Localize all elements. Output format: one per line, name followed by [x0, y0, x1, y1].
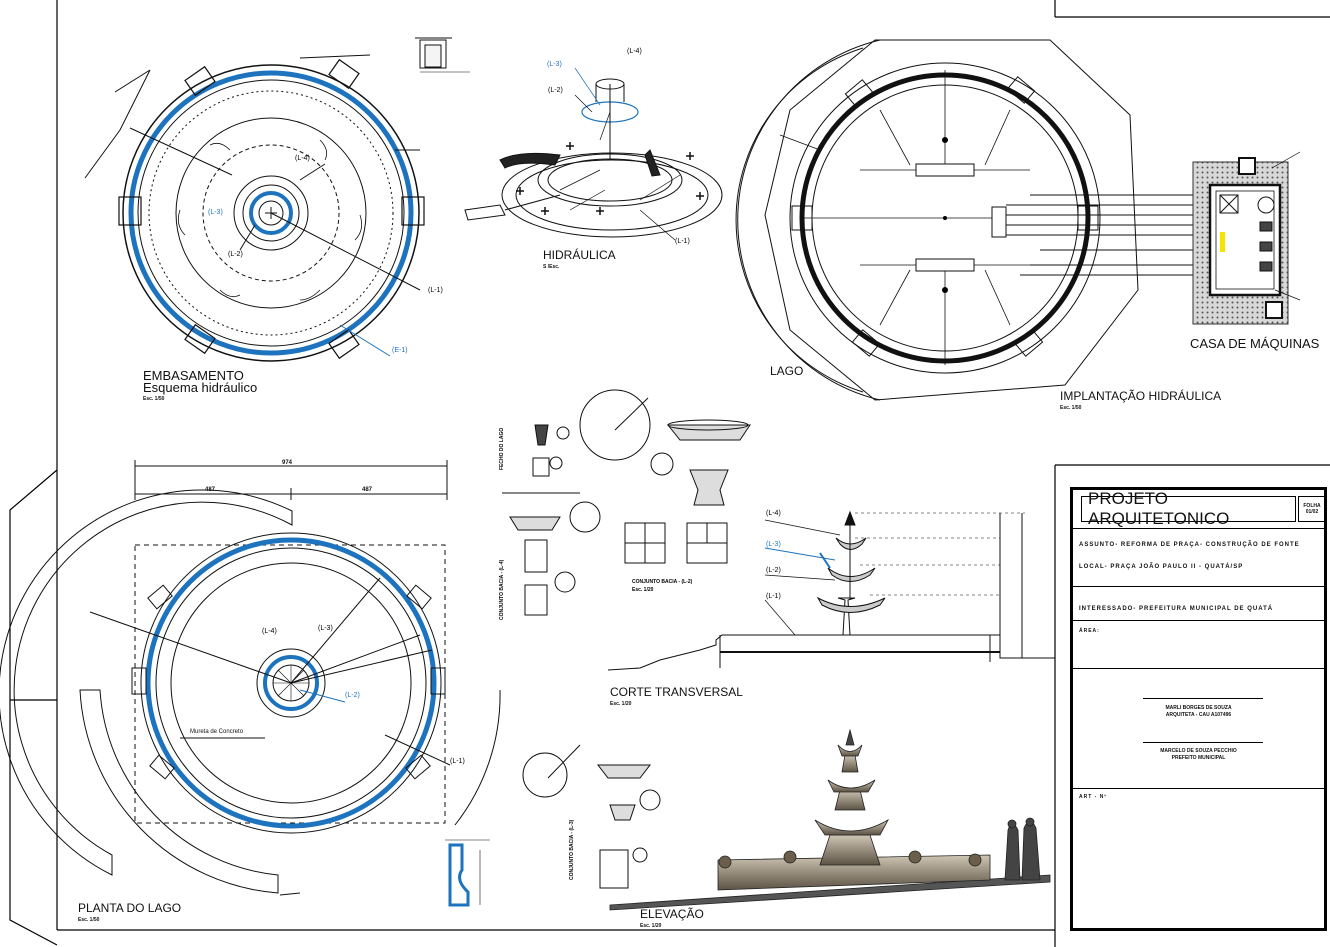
planta-do-lago	[0, 460, 501, 896]
hidraulica-title: HIDRÁULICA	[543, 247, 616, 262]
tb-divider	[1073, 788, 1324, 789]
hid-l4: (L-4)	[627, 48, 642, 55]
callout-l1: (L-1)	[428, 287, 443, 294]
signature-line	[1143, 698, 1263, 699]
planta-l4: (L-4)	[262, 628, 277, 635]
corte-callouts: (L-4) (L-3) (L-2) (L-1)	[766, 510, 781, 600]
dim-total: 974	[282, 460, 293, 466]
planta-title: PLANTA DO LAGO	[78, 901, 181, 915]
corte-l1: (L-1)	[766, 593, 781, 600]
signature-2-name: MARCELO DE SOUZA PECCHIO	[1160, 748, 1237, 754]
implantacao-scale: Esc. 1/50	[1060, 405, 1082, 411]
signature-1-role: ARQUITETA - CAU A107496	[1165, 712, 1232, 718]
corte-scale: Esc. 1/20	[610, 701, 632, 707]
callout-l4: (L-4)	[295, 155, 310, 162]
title-block: PROJETO ARQUITETONICO FOLHA 01/02 ASSUNT…	[1070, 487, 1327, 931]
tb-divider	[1073, 668, 1324, 669]
implantacao-plan	[735, 39, 1255, 401]
corte-l4: (L-4)	[766, 510, 781, 517]
corte-l3: (L-3)	[766, 541, 781, 548]
tb-divider	[1073, 620, 1324, 621]
detail-profile	[445, 839, 490, 907]
elevacao	[609, 728, 1051, 911]
signature-line	[1143, 742, 1263, 743]
dim-left: 487	[205, 487, 216, 493]
sheet-number: FOLHA 01/02	[1298, 496, 1326, 522]
corte-transversal	[607, 510, 1055, 671]
planta-l3: (L-3)	[318, 625, 333, 632]
detail-cluster	[502, 389, 751, 889]
planta-callouts: (L-4) (L-3) (L-2) (L-1)	[262, 625, 465, 765]
lago-title: LAGO	[770, 364, 803, 378]
corte-title: CORTE TRANSVERSAL	[610, 685, 743, 699]
conjunto-l2-scale: Esc. 1/20	[632, 587, 654, 593]
art-field: ART - Nº	[1079, 794, 1108, 800]
casa-de-maquinas	[1192, 151, 1301, 325]
hid-l2: (L-2)	[548, 87, 563, 94]
tb-divider	[1073, 528, 1324, 529]
elevacao-title: ELEVAÇÃO	[640, 907, 704, 921]
conjunto-l4-label: CONJUNTO BACIA - (L-4)	[499, 559, 505, 620]
planta-scale: Esc. 1/50	[78, 917, 100, 923]
signature-1-name: MARLI BORGES DE SOUZA	[1165, 705, 1232, 711]
conjunto-l2-label: CONJUNTO BACIA - (L-2)	[632, 579, 693, 585]
hidraulica-iso	[464, 67, 723, 241]
project-title: PROJETO ARQUITETONICO	[1081, 489, 1296, 528]
hidraulica-callouts: (L-4) (L-3) (L-2) (L-1)	[547, 48, 690, 245]
hid-l1: (L-1)	[675, 238, 690, 245]
view-titles: EMBASAMENTO Esquema hidráulico Esc. 1/50…	[78, 247, 1320, 929]
interessado-field: INTERESSADO- PREFEITURA MUNICIPAL DE QUA…	[1079, 606, 1274, 612]
tb-divider	[1073, 586, 1324, 587]
area-field: ÁREA:	[1079, 628, 1100, 634]
signature-2-role: PREFEITO MUNICIPAL	[1171, 755, 1226, 761]
callout-e1: (E-1)	[392, 347, 408, 354]
implantacao-title: IMPLANTAÇÃO HIDRÁULICA	[1060, 388, 1221, 403]
embasamento-plan	[84, 54, 425, 362]
embasamento-title: EMBASAMENTO	[143, 368, 244, 383]
conjunto-l3-label: CONJUNTO BACIA - (L-3)	[569, 819, 575, 880]
corte-l2: (L-2)	[766, 567, 781, 574]
mureta-label: Mureta de Concreto	[190, 729, 244, 735]
detail-top-small	[415, 37, 470, 73]
hid-l3: (L-3)	[547, 61, 562, 68]
assunto-field: ASSUNTO- REFORMA DE PRAÇA- CONSTRUÇÃO DE…	[1079, 542, 1300, 548]
hidraulica-scale: S /Esc.	[543, 264, 560, 270]
embasamento-subtitle: Esquema hidráulico	[143, 380, 257, 395]
planta-l2: (L-2)	[345, 692, 360, 699]
elevacao-scale: Esc. 1/20	[640, 923, 662, 929]
callout-l2: (L-2)	[228, 251, 243, 258]
local-field: LOCAL- PRAÇA JOÃO PAULO II - QUATÁ/SP	[1079, 564, 1244, 570]
dim-right: 487	[362, 487, 373, 493]
callout-l3: (L-3)	[208, 209, 223, 216]
planta-l1: (L-1)	[450, 758, 465, 765]
casa-title: CASA DE MÁQUINAS	[1190, 336, 1320, 351]
embasamento-scale: Esc. 1/50	[143, 396, 165, 402]
sheet-frame	[9, 0, 1330, 947]
fecho-lago-label: FECHO DO LAGO	[499, 428, 505, 470]
embasamento-callouts: (L-4) (L-3) (L-2) (L-1) (E-1)	[208, 155, 443, 354]
detail-texts: CONJUNTO BACIA - (L-2) Esc. 1/20 FECHO D…	[499, 428, 693, 880]
